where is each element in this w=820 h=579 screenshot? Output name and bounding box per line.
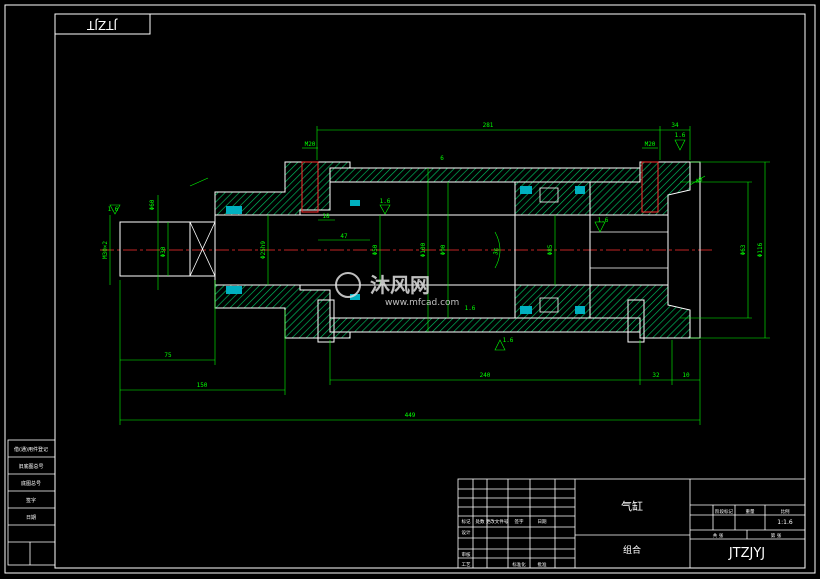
dim-m20-right: M20	[645, 141, 656, 148]
left-strip-item-1: 借(通)用件登记	[14, 446, 48, 453]
dim-34: 34	[671, 122, 679, 129]
top-code-box: JTZJT	[54, 13, 151, 35]
left-strip-table	[7, 439, 56, 566]
watermark: 沐风网 www.mfcad.com	[335, 272, 459, 308]
part-type: 组合	[623, 544, 641, 556]
dim-40: 40	[694, 176, 704, 186]
tb-weight-label: 重量	[746, 508, 755, 515]
rear-cushion-bore	[589, 214, 669, 286]
dim-phi30: Φ30	[160, 246, 167, 257]
rod-thread-end	[119, 221, 216, 277]
tb-row-approve: 批准	[538, 561, 547, 568]
tb-stage-label: 阶段标记	[715, 508, 733, 515]
left-strip-item-2: 旧底图总号	[18, 463, 43, 470]
barrel-bottom	[329, 317, 641, 333]
dim-32: 32	[652, 372, 660, 379]
dim-phi85: Φ85	[547, 244, 554, 255]
dim-47: 47	[340, 233, 348, 240]
dim-150: 150	[197, 382, 208, 389]
watermark-brand: 沐风网	[370, 273, 430, 297]
dim-phi50: Φ50	[372, 244, 379, 255]
drawing-code-top: JTZJT	[86, 18, 118, 32]
dim-roughness-5: 1.6	[108, 206, 119, 213]
tb-col-mark: 标记	[462, 518, 471, 525]
dim-roughness-1: 1.6	[675, 132, 686, 139]
tb-row-standard: 标准化	[512, 561, 526, 568]
dim-phi25h9: Φ25h9	[260, 241, 267, 259]
dim-36: 36	[492, 247, 501, 256]
tb-col-date: 日期	[538, 519, 547, 525]
left-strip-item-3: 底图总号	[21, 480, 41, 487]
dim-roughness-3: 1.6	[465, 305, 476, 312]
dim-240: 240	[480, 372, 491, 379]
dim-phi116: Φ116	[757, 242, 764, 257]
drawing-code-bottom: JTZJYJ	[728, 546, 765, 561]
front-bottom-bolt	[317, 299, 335, 343]
dim-phi100: Φ100	[420, 242, 427, 257]
barrel-top	[329, 167, 641, 183]
dim-449: 449	[405, 412, 416, 419]
tb-sheet: 第 张	[771, 532, 782, 539]
tb-col-doc: 更改文件号	[486, 518, 509, 525]
dimension-lines	[109, 126, 770, 425]
tb-col-sign: 签字	[515, 518, 524, 525]
dim-18: 18	[322, 213, 330, 220]
inner-border	[54, 13, 806, 569]
title-block	[457, 478, 806, 569]
dim-281: 281	[483, 122, 494, 129]
dim-roughness-4: 1.6	[598, 217, 609, 224]
tb-scale-label: 比例	[781, 508, 790, 515]
piston-nut	[539, 187, 559, 203]
dim-6: 6	[440, 155, 444, 162]
dim-10: 10	[682, 372, 690, 379]
front-port-bolt	[301, 161, 319, 213]
dim-roughness-6: 1.6	[503, 337, 514, 344]
cylinder-assembly	[100, 161, 715, 343]
dim-phi63: Φ63	[740, 244, 747, 255]
tb-row-design: 设计	[462, 529, 471, 536]
dim-m30x2: M30×2	[102, 241, 109, 259]
left-strip-item-5: 日期	[26, 515, 36, 521]
dim-phi90: Φ90	[440, 244, 447, 255]
watermark-url: www.mfcad.com	[385, 298, 459, 308]
dim-75: 75	[164, 352, 172, 359]
seals	[226, 186, 585, 314]
tb-sheets: 共 张	[713, 532, 724, 539]
dim-m20-left: M20	[305, 141, 316, 148]
rear-bottom-bolt	[627, 299, 645, 343]
part-name: 气缸	[621, 499, 643, 513]
drawing-scale: 1:1.6	[777, 519, 793, 526]
tb-col-count: 处数	[476, 518, 485, 525]
outer-border	[4, 4, 816, 574]
tb-row-review: 审核	[462, 551, 471, 558]
left-strip-item-4: 签字	[26, 497, 36, 504]
dimension-labels: 281 34 1.6 M20 M20 6 1.6 47 18 Φ60 Φ30 M…	[102, 122, 764, 419]
tb-row-process: 工艺	[462, 562, 471, 568]
dim-phi60: Φ60	[149, 199, 156, 210]
rear-port-bolt	[641, 161, 659, 213]
dim-roughness-2: 1.6	[380, 198, 391, 205]
